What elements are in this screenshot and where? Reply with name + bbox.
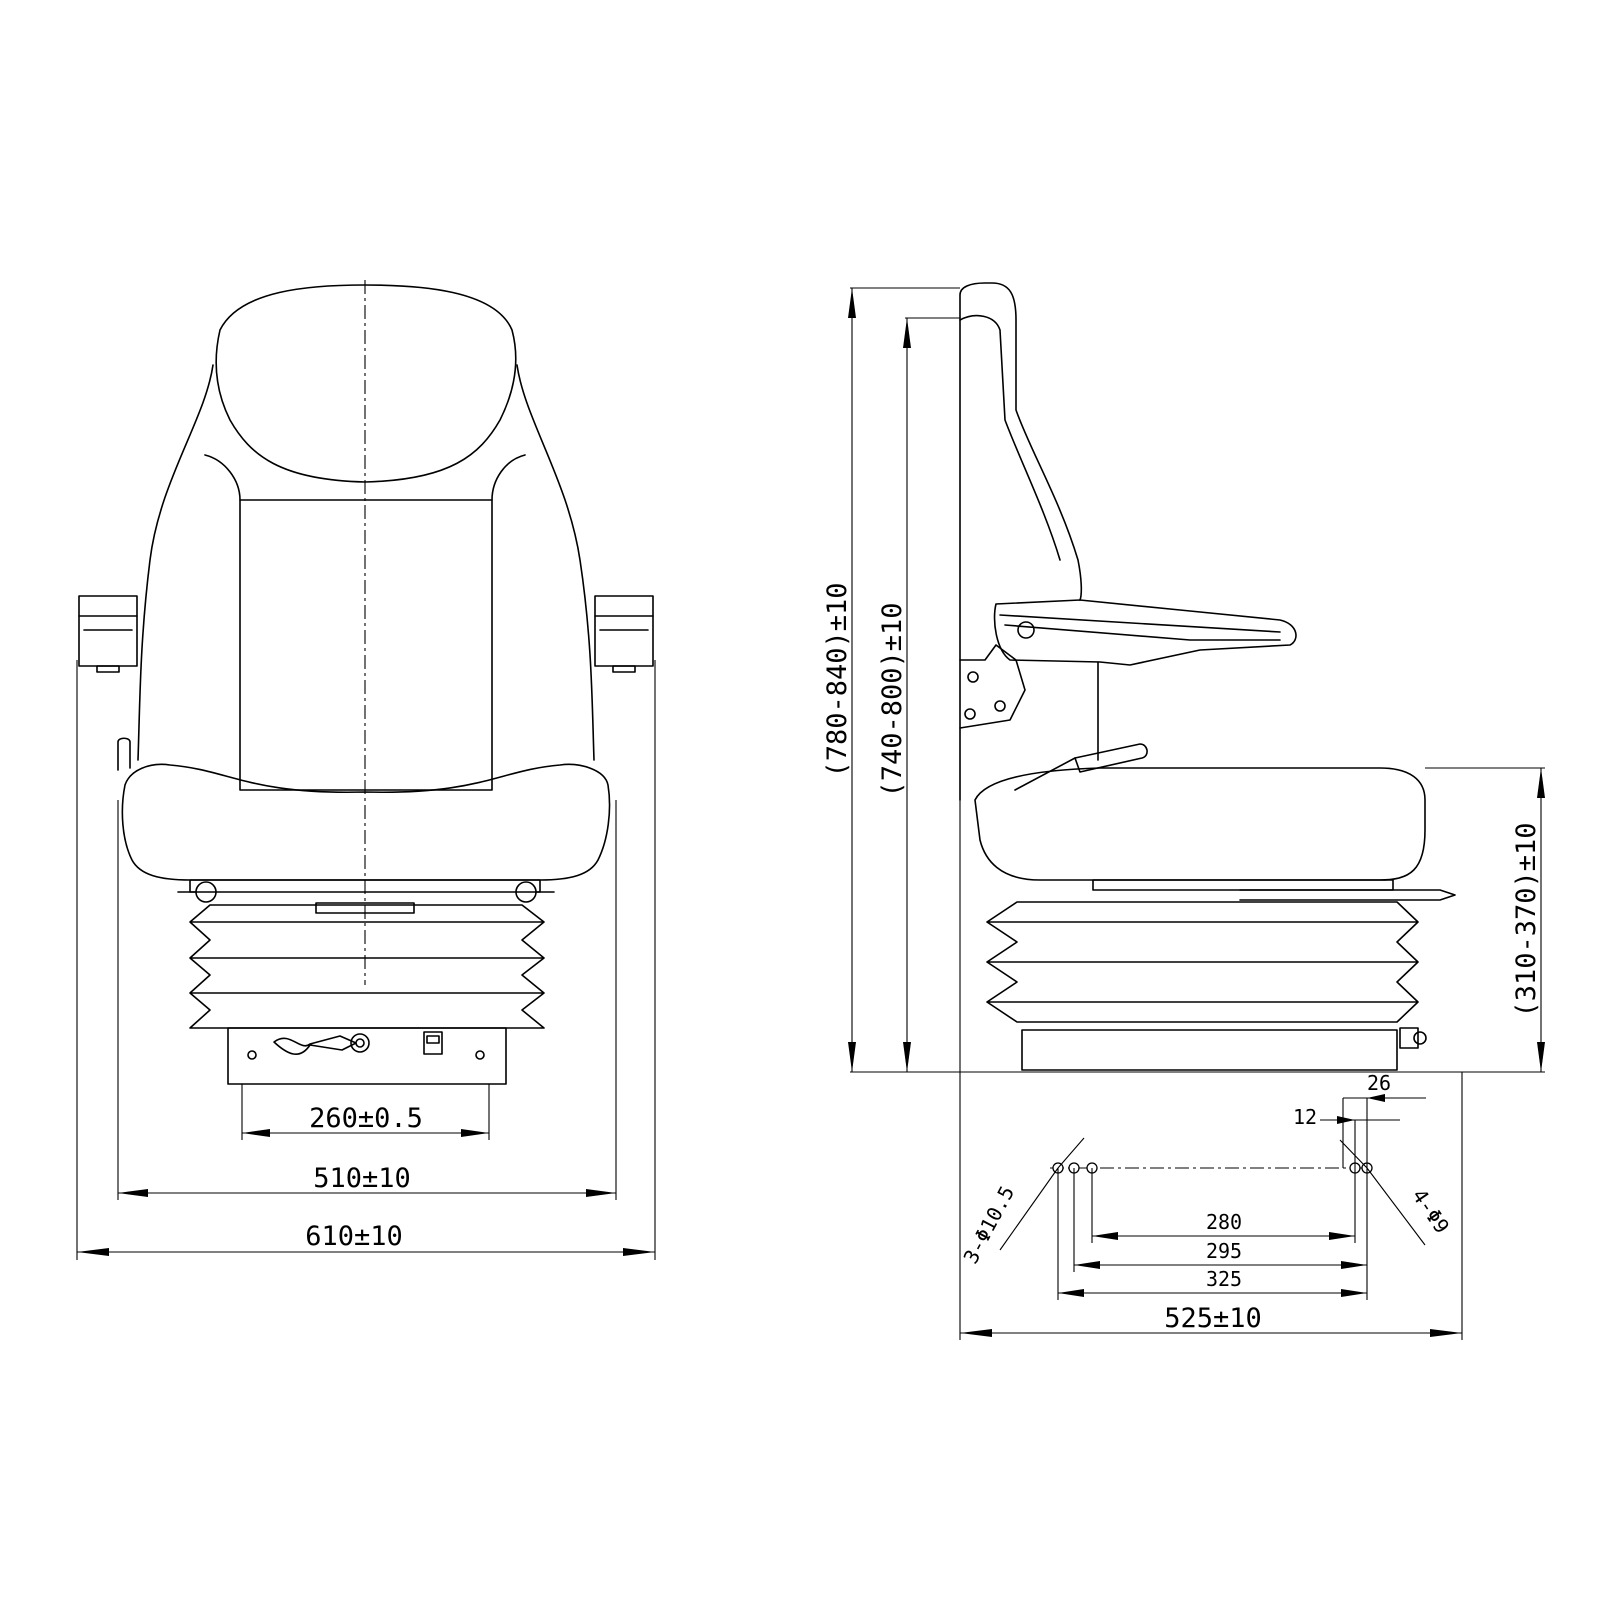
callout-holes-4-label: 4-Φ9 bbox=[1407, 1184, 1454, 1237]
dim-mount-width-label: 260±0.5 bbox=[309, 1103, 423, 1134]
front-seat-cushion bbox=[121, 763, 611, 881]
dim-back-height: (740-800)±10 bbox=[877, 318, 911, 1072]
side-recline-lever bbox=[1014, 743, 1148, 791]
side-backrest-inner bbox=[959, 314, 1061, 561]
dim-overall-height: (780-840)±10 bbox=[822, 288, 856, 1072]
side-view: (780-840)±10 (740-800)±10 (310-370)±10 bbox=[822, 282, 1545, 1340]
dim-overall-depth-label: 525±10 bbox=[1164, 1303, 1262, 1334]
side-extension-lines bbox=[850, 287, 1545, 1340]
side-bellows bbox=[986, 901, 1419, 1023]
front-side-lever bbox=[117, 737, 131, 771]
hole-pattern bbox=[1050, 1098, 1373, 1300]
callout-holes-4: 4-Φ9 bbox=[1339, 1139, 1454, 1246]
front-left-armrest bbox=[78, 595, 138, 673]
dim-overall-height-label: (780-840)±10 bbox=[822, 582, 853, 777]
dim-overall-width: 610±10 bbox=[77, 1221, 655, 1256]
side-backrest bbox=[959, 282, 1083, 801]
front-backrest-panel bbox=[239, 499, 493, 791]
side-seat-rails bbox=[1092, 879, 1456, 901]
side-base bbox=[1021, 1027, 1427, 1071]
dim-overall-depth: 525±10 bbox=[960, 1303, 1462, 1337]
dim-back-height-label: (740-800)±10 bbox=[877, 602, 908, 797]
side-armrest bbox=[993, 599, 1297, 761]
dim-seat-height-label: (310-370)±10 bbox=[1511, 822, 1542, 1017]
front-headrest bbox=[215, 284, 517, 483]
dim-hole-pitch-325: 325 bbox=[1058, 1267, 1367, 1297]
dim-mount-width: 260±0.5 bbox=[242, 1103, 489, 1137]
dim-offset-26-label: 26 bbox=[1367, 1071, 1391, 1095]
dim-offset-12-label: 12 bbox=[1293, 1105, 1317, 1129]
front-right-armrest bbox=[594, 595, 654, 673]
dim-offset-26: 26 bbox=[1343, 1071, 1426, 1102]
front-seat-rails bbox=[177, 879, 555, 914]
callout-holes-3: 3-Φ10.5 bbox=[958, 1137, 1085, 1268]
front-base-plate bbox=[227, 1027, 507, 1085]
side-seat-cushion bbox=[974, 767, 1426, 881]
dim-offset-12: 12 bbox=[1293, 1105, 1400, 1129]
front-bellows bbox=[189, 904, 545, 1029]
dim-seat-width-label: 510±10 bbox=[313, 1163, 411, 1194]
dim-seat-width: 510±10 bbox=[118, 1163, 616, 1197]
front-extension-lines bbox=[76, 660, 656, 1260]
front-backrest-wings bbox=[204, 454, 526, 501]
dim-hole-pitch-295: 295 bbox=[1074, 1239, 1367, 1269]
front-backrest-outline bbox=[137, 364, 595, 761]
dim-hole-pitch-295-label: 295 bbox=[1206, 1239, 1242, 1263]
callout-holes-3-label: 3-Φ10.5 bbox=[958, 1182, 1019, 1268]
dim-seat-height: (310-370)±10 bbox=[1511, 768, 1545, 1072]
dim-hole-pitch-325-label: 325 bbox=[1206, 1267, 1242, 1291]
dim-hole-pitch-280-label: 280 bbox=[1206, 1210, 1242, 1234]
side-armrest-bracket bbox=[959, 644, 1026, 729]
dim-overall-width-label: 610±10 bbox=[305, 1221, 403, 1252]
dim-hole-pitch-280: 280 bbox=[1092, 1210, 1355, 1240]
front-view: 260±0.5 510±10 610±10 bbox=[76, 280, 656, 1260]
